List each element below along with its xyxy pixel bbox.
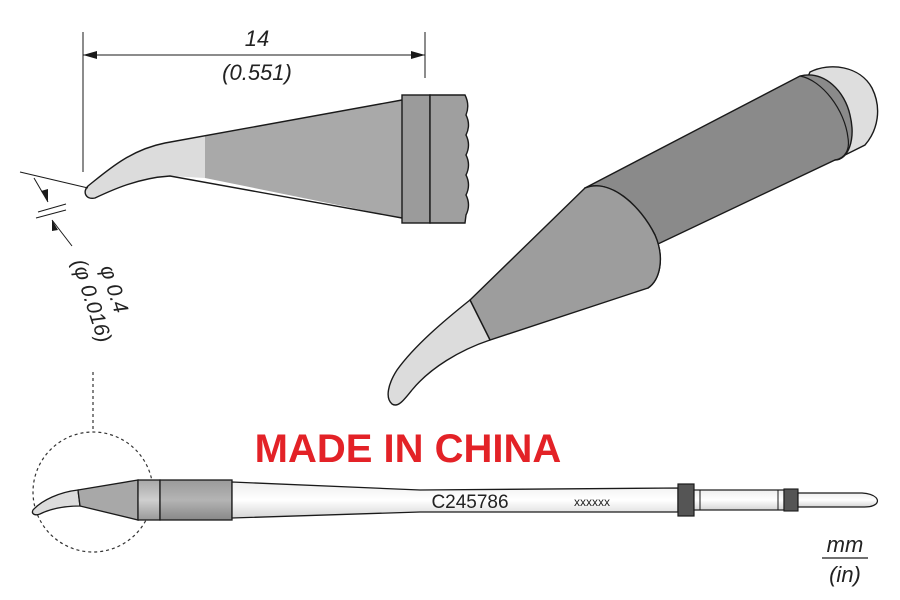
- tip-isometric-view: [387, 66, 879, 406]
- code-suffix-label: xxxxxx: [574, 495, 610, 509]
- units-legend: mm (in): [822, 532, 868, 587]
- tip-full-length-view: C245786 xxxxxx: [31, 372, 879, 553]
- tip-side-view: [84, 94, 470, 224]
- diameter-dimension: φ 0.4 (φ 0.016): [19, 171, 132, 345]
- part-code-label: C245786: [431, 492, 508, 513]
- length-dimension: 14 (0.551): [82, 26, 426, 172]
- length-mm-label: 14: [245, 26, 269, 51]
- units-primary: mm: [827, 532, 864, 557]
- units-secondary: (in): [829, 562, 861, 587]
- origin-label: MADE IN CHINA: [255, 427, 562, 471]
- length-in-label: (0.551): [222, 60, 292, 85]
